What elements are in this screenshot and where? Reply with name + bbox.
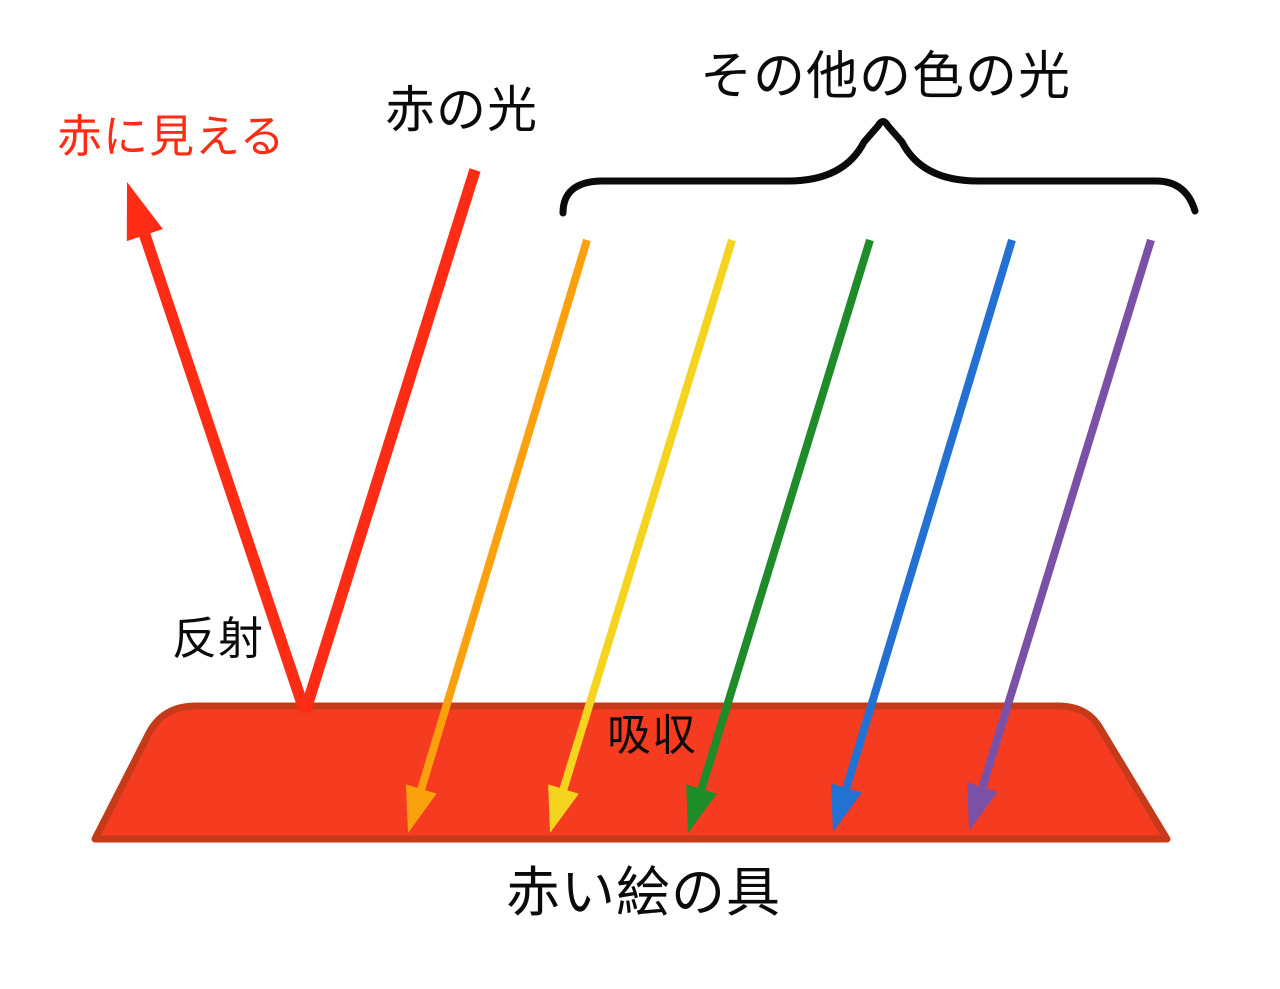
red-light-label: 赤の光 <box>385 82 538 138</box>
light-rays-layer <box>126 168 1155 833</box>
blue-light-arrow-shaft <box>841 238 1016 792</box>
blue-light-arrow-arrowhead <box>830 783 862 832</box>
red-reflected-ray-shaft <box>138 230 311 714</box>
green-light-arrow-arrowhead <box>686 784 717 833</box>
yellow-light-arrow-arrowhead <box>548 784 579 833</box>
reflection-label: 反射 <box>172 613 265 664</box>
purple-light-arrow-arrowhead <box>967 782 998 831</box>
other-colors-brace <box>559 118 1199 217</box>
purple-light-arrow-shaft <box>977 238 1155 792</box>
orange-light-arrow-arrowhead <box>405 784 437 833</box>
absorption-label: 吸収 <box>607 711 697 760</box>
yellow-light-arrow-shaft <box>558 238 736 794</box>
other-colors-title: その他の色の光 <box>700 48 1072 106</box>
orange-light-arrow-shaft <box>416 238 591 793</box>
appears-red-label: 赤に見える <box>57 111 286 162</box>
paint-name-label: 赤い絵の具 <box>506 863 781 923</box>
red-incident-ray <box>299 168 481 714</box>
red-paint-shape <box>91 702 1171 843</box>
green-light-arrow-shaft <box>696 238 874 794</box>
red-reflected-ray-arrowhead <box>126 182 163 242</box>
